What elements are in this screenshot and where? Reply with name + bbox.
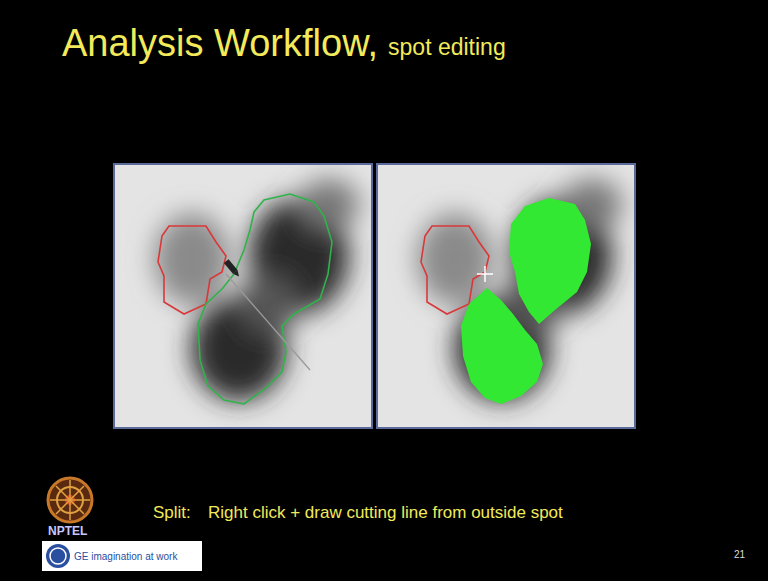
slide-title: Analysis Workflow, [62,22,378,65]
caption-key: Split: [153,503,191,523]
page-number: 21 [734,549,745,560]
caption-text: Right click + draw cutting line from out… [208,503,563,523]
logo-text: GE imagination at work [74,551,177,562]
subtitle: spot editing [388,34,506,61]
logo-text: NPTEL [48,524,87,538]
